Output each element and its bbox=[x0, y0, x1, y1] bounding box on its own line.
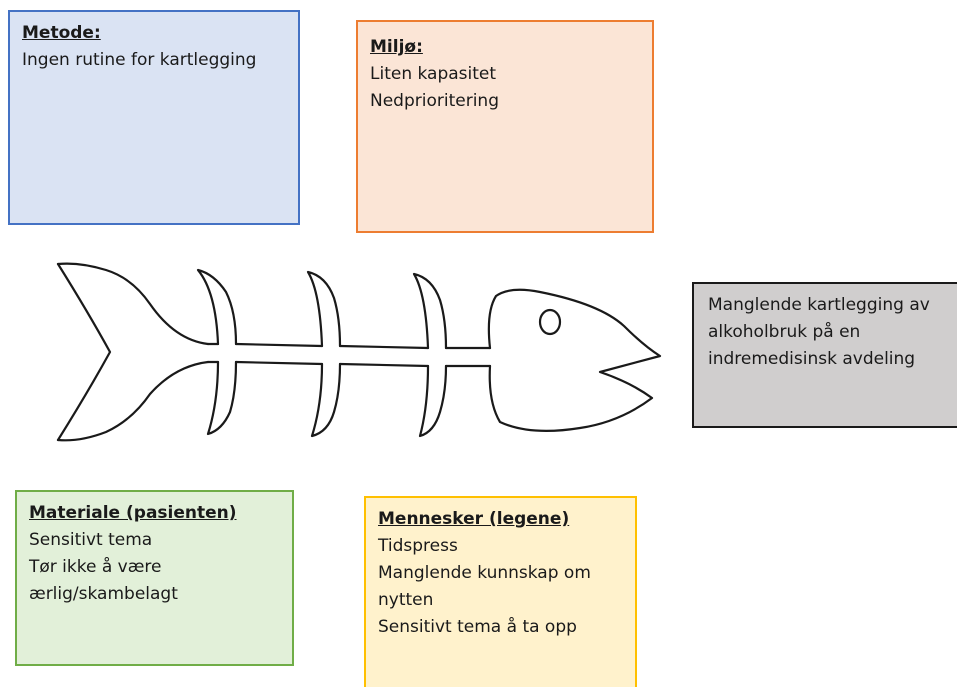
cause-item: Sensitivt tema bbox=[29, 527, 280, 554]
spine-top bbox=[208, 344, 490, 348]
fish-tail-notch bbox=[58, 264, 110, 440]
cause-item: Liten kapasitet bbox=[370, 61, 640, 88]
cause-item: ærlig/skambelagt bbox=[29, 581, 280, 608]
problem-line: alkoholbruk på en bbox=[708, 319, 943, 346]
cause-item: Ingen rutine for kartlegging bbox=[22, 47, 286, 74]
fish-eye bbox=[540, 310, 560, 334]
cause-item: Sensitivt tema å ta opp bbox=[378, 614, 623, 641]
rib-3-lower bbox=[420, 366, 446, 436]
spine-bottom bbox=[208, 362, 490, 366]
cause-item: Manglende kunnskap om bbox=[378, 560, 623, 587]
category-box-materiale: Materiale (pasienten) Sensitivt tema Tør… bbox=[15, 490, 294, 666]
problem-line: Manglende kartlegging av bbox=[708, 292, 943, 319]
fish-tail-upper bbox=[58, 264, 208, 344]
rib-1-lower bbox=[208, 362, 236, 434]
category-title-mennesker: Mennesker (legene) bbox=[378, 506, 623, 533]
cause-item: Tidspress bbox=[378, 533, 623, 560]
cause-item: Tør ikke å være bbox=[29, 554, 280, 581]
category-box-metode: Metode: Ingen rutine for kartlegging bbox=[8, 10, 300, 225]
problem-box: Manglende kartlegging av alkoholbruk på … bbox=[692, 282, 957, 428]
problem-line: indremedisinsk avdeling bbox=[708, 346, 943, 373]
rib-2 bbox=[308, 272, 340, 346]
fish-skeleton-icon bbox=[40, 252, 670, 452]
category-title-metode: Metode: bbox=[22, 20, 286, 47]
category-title-miljo: Miljø: bbox=[370, 34, 640, 61]
rib-2-lower bbox=[312, 364, 340, 436]
cause-item: Nedprioritering bbox=[370, 88, 640, 115]
category-box-mennesker: Mennesker (legene) Tidspress Manglende k… bbox=[364, 496, 637, 687]
category-title-materiale: Materiale (pasienten) bbox=[29, 500, 280, 527]
rib-3 bbox=[414, 274, 446, 348]
category-box-miljo: Miljø: Liten kapasitet Nedprioritering bbox=[356, 20, 654, 233]
fish-head bbox=[489, 290, 660, 431]
rib-1 bbox=[198, 270, 236, 344]
cause-item: nytten bbox=[378, 587, 623, 614]
